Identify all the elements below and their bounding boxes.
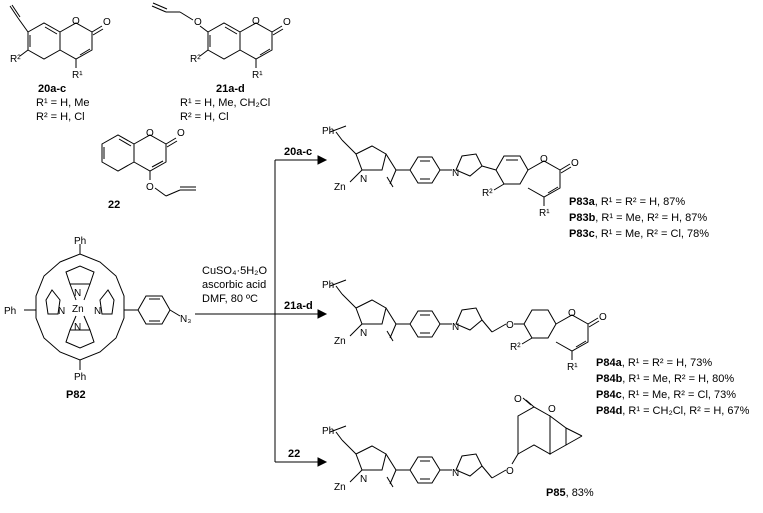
arrow-label-20: 20a-c (284, 146, 312, 158)
reagent-22-id: 22 (108, 199, 120, 211)
reagent-20-r1-def: R¹ = H, Me (36, 97, 89, 109)
porphyrin-p82-structure (24, 244, 181, 370)
reagent-21-structure (151, 2, 284, 68)
reagent-20-r2-def: R² = H, Cl (36, 111, 85, 123)
reaction-arrows (195, 155, 328, 467)
product-p83-structure (329, 125, 572, 206)
reagent-21-r1: R¹ (252, 70, 263, 81)
p82-n-left: N (58, 306, 65, 317)
reagent-22-carbonyl-o: O (177, 128, 185, 139)
p84-carbonyl-o: O (599, 312, 607, 323)
product-label-p83c: P83c, R¹ = Me, R² = Cl, 78% (569, 228, 710, 240)
product-p84-structure (329, 279, 600, 360)
condition-cuso4: CuSO₄·5H₂O (202, 265, 267, 277)
p85-ether-o: O (506, 466, 514, 477)
reagent-21-ether-o: O (194, 17, 202, 28)
p84-ph: Ph (322, 280, 334, 291)
p84-ring-o: O (568, 308, 576, 319)
p84-triazole-n: N (452, 322, 459, 333)
p83-n: N (360, 174, 367, 185)
p84-n: N (360, 328, 367, 339)
product-label-p84c: P84c, R¹ = Me, R² = Cl, 73% (596, 389, 737, 401)
reagent-21-r2-def: R² = H, Cl (180, 111, 229, 123)
p82-n-right: N (94, 306, 101, 317)
p85-ring-o: O (548, 404, 556, 415)
p85-triazole-n: N (452, 468, 459, 479)
condition-dmf: DMF, 80 ºC (202, 293, 258, 305)
p82-azide: N₃ (180, 314, 191, 325)
reagent-22-ether-o: O (146, 182, 154, 193)
p84-r1: R¹ (567, 362, 578, 373)
reagent-21-id: 21a-d (216, 83, 245, 95)
p83-carbonyl-o: O (571, 158, 579, 169)
p84-r2: R² (510, 342, 521, 353)
reagent-20-r1: R¹ (72, 70, 83, 81)
product-label-p84b: P84b, R¹ = Me, R² = H, 80% (596, 373, 735, 385)
reagent-21-r1-def: R¹ = H, Me, CH₂Cl (180, 97, 270, 109)
condition-ascorbic: ascorbic acid (202, 279, 266, 291)
arrow-label-22: 22 (288, 448, 300, 460)
reagent-20-carbonyl-o: O (103, 17, 111, 28)
product-label-p85: P85, 83% (546, 487, 594, 499)
p85-zn: Zn (334, 482, 346, 493)
reagent-20-id: 20a-c (38, 83, 66, 95)
p82-ph-bottom: Ph (74, 372, 86, 383)
product-label-p83a: P83a, R¹ = R² = H, 87% (569, 196, 686, 208)
p82-n-bottom: N (74, 322, 81, 333)
p83-triazole-n: N (452, 168, 459, 179)
p83-ph: Ph (322, 126, 334, 137)
reagent-20-ring-o: O (72, 16, 80, 27)
p82-ph-top: Ph (74, 236, 86, 247)
p83-r2: R² (482, 188, 493, 199)
p85-n: N (360, 474, 367, 485)
p82-ph-left: Ph (4, 306, 16, 317)
p84-ether-o: O (506, 320, 514, 331)
product-label-p84a: P84a, R¹ = R² = H, 73% (596, 357, 713, 369)
arrow-label-21: 21a-d (284, 300, 313, 312)
product-label-p84d: P84d, R¹ = CH₂Cl, R² = H, 67% (596, 405, 750, 417)
reagent-20-r2: R² (10, 54, 21, 65)
reagent-20-structure (9, 4, 104, 68)
p84-zn: Zn (334, 336, 346, 347)
p82-id: P82 (66, 389, 86, 401)
product-label-p83b: P83b, R¹ = Me, R² = H, 87% (569, 212, 708, 224)
reagent-22-structure (101, 134, 196, 197)
p82-n-top: N (74, 288, 81, 299)
reagent-22-ring-o: O (146, 128, 154, 139)
p85-carbonyl-o: O (514, 394, 522, 405)
p83-zn: Zn (334, 182, 346, 193)
product-p85-structure (329, 397, 583, 488)
reagent-21-carbonyl-o: O (283, 17, 291, 28)
p83-r1: R¹ (539, 208, 550, 219)
p83-ring-o: O (540, 154, 548, 165)
reagent-21-ring-o: O (252, 16, 260, 27)
p82-zn: Zn (72, 304, 84, 315)
reagent-21-r2: R² (190, 54, 201, 65)
p85-ph: Ph (322, 426, 334, 437)
